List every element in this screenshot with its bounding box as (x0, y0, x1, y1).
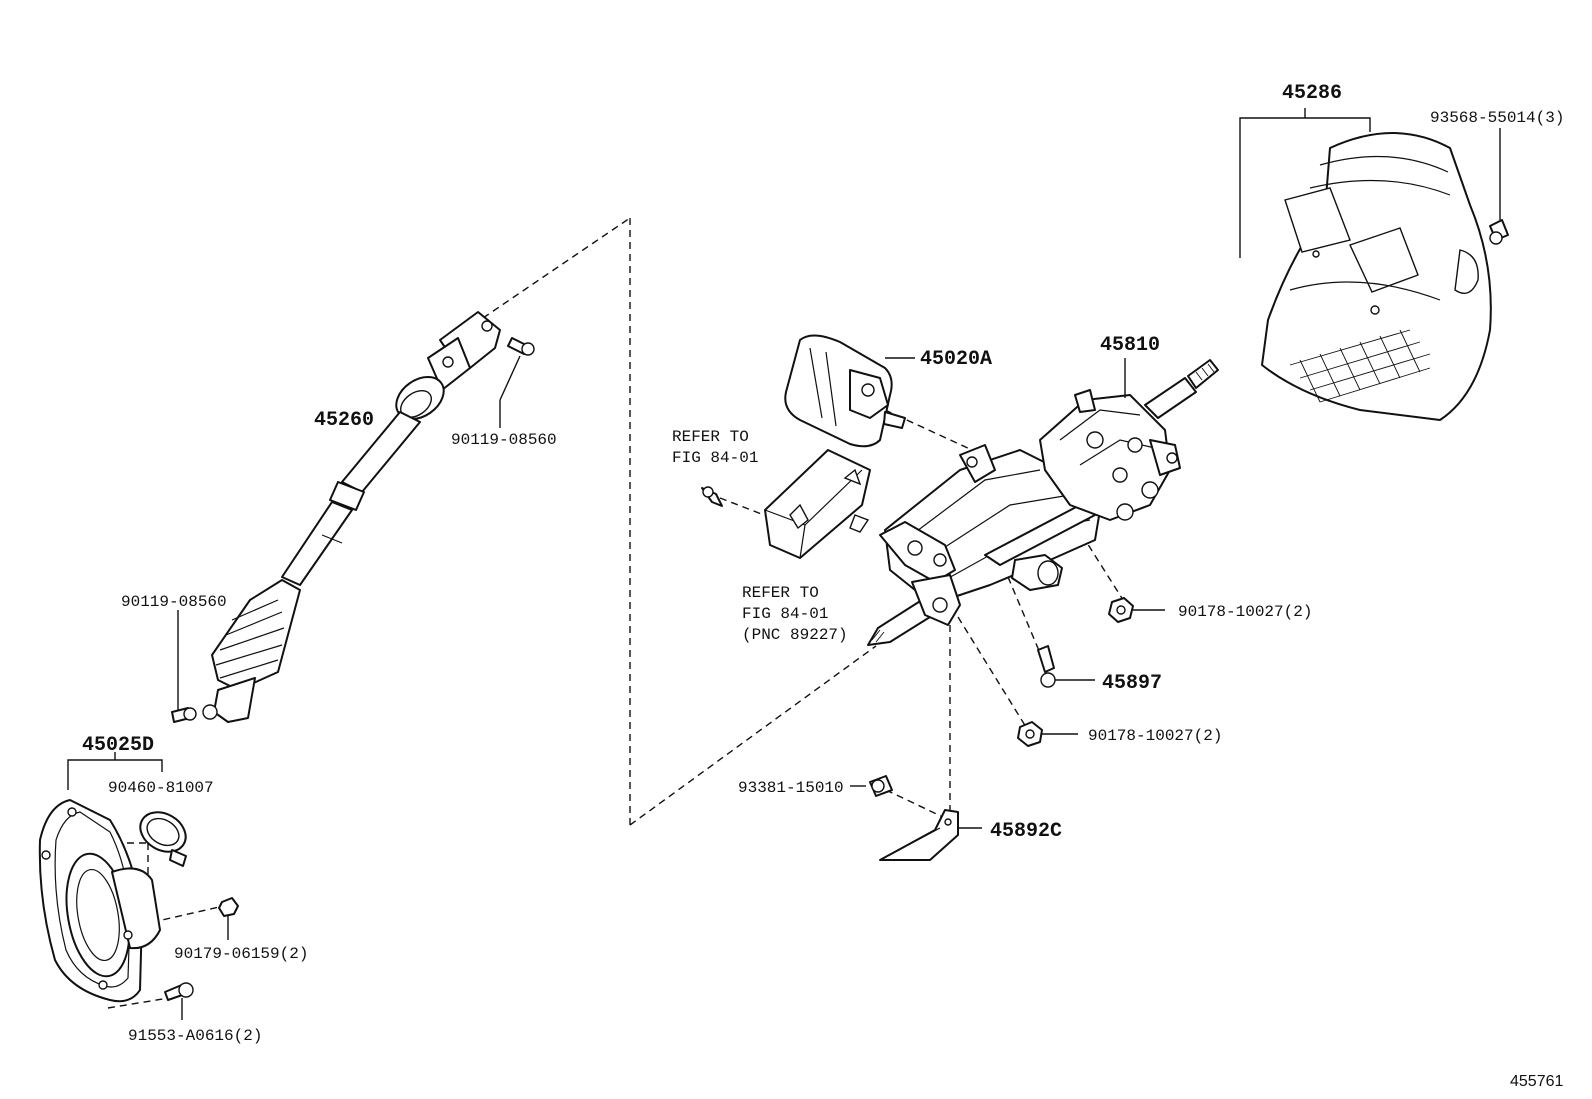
label-cover-screw: 93568-55014(3) (1430, 109, 1564, 127)
label-bolt-boot: 91553-A0616(2) (128, 1027, 262, 1045)
part-labels: 45286 93568-55014(3) 45020A 45810 45260 … (82, 82, 1564, 1090)
shaft-bolt-bottom (171, 610, 197, 723)
diagram-id: 455761 (1510, 1073, 1563, 1090)
ecu-reference-part (764, 449, 871, 559)
cover-bracket-leader (1239, 108, 1371, 258)
label-boot: 45025D (82, 734, 154, 757)
label-refer1-line1: REFER TO (672, 428, 749, 446)
label-refer2-line2: FIG 84-01 (742, 605, 828, 623)
label-clamp: 90460-81007 (108, 779, 214, 797)
label-refer2-line3: (PNC 89227) (742, 626, 848, 644)
label-refer1-line2: FIG 84-01 (672, 449, 758, 467)
intermediate-shaft (202, 311, 501, 723)
upper-column-cover (1261, 132, 1492, 421)
column-bolt-45897 (1037, 645, 1095, 688)
steering-column-assembly (867, 358, 1219, 646)
shaft-bolt-top (499, 337, 535, 428)
column-nut-upper (1108, 597, 1165, 623)
boot-bolt (164, 982, 194, 1020)
bracket-screw (850, 775, 893, 797)
column-hole-cover-boot (38, 799, 161, 1003)
boot-clamp (139, 811, 187, 867)
label-screw-93381: 93381-15010 (738, 779, 844, 797)
label-nut-lower: 90178-10027(2) (1088, 727, 1222, 745)
label-upper-cover: 45286 (1282, 82, 1342, 105)
cover-screw (1489, 128, 1509, 245)
label-nut-boot: 90179-06159(2) (174, 945, 308, 963)
ecu-screw (701, 486, 723, 507)
boot-nut (218, 897, 239, 940)
column-bracket-45892c (879, 809, 982, 861)
label-shaft-bolt-bottom: 90119-08560 (121, 593, 227, 611)
label-column: 45810 (1100, 334, 1160, 357)
label-shaft-bolt-top: 90119-08560 (451, 431, 557, 449)
boot-bracket-leader (67, 752, 163, 790)
tilt-telescopic-motor (784, 334, 915, 448)
label-module: 45020A (920, 348, 992, 371)
label-bracket: 45892C (990, 820, 1062, 843)
label-refer2-line1: REFER TO (742, 584, 819, 602)
label-nut-upper: 90178-10027(2) (1178, 603, 1312, 621)
column-nut-lower (1017, 721, 1078, 747)
label-shaft: 45260 (314, 409, 374, 432)
label-bolt-45897: 45897 (1102, 672, 1162, 695)
